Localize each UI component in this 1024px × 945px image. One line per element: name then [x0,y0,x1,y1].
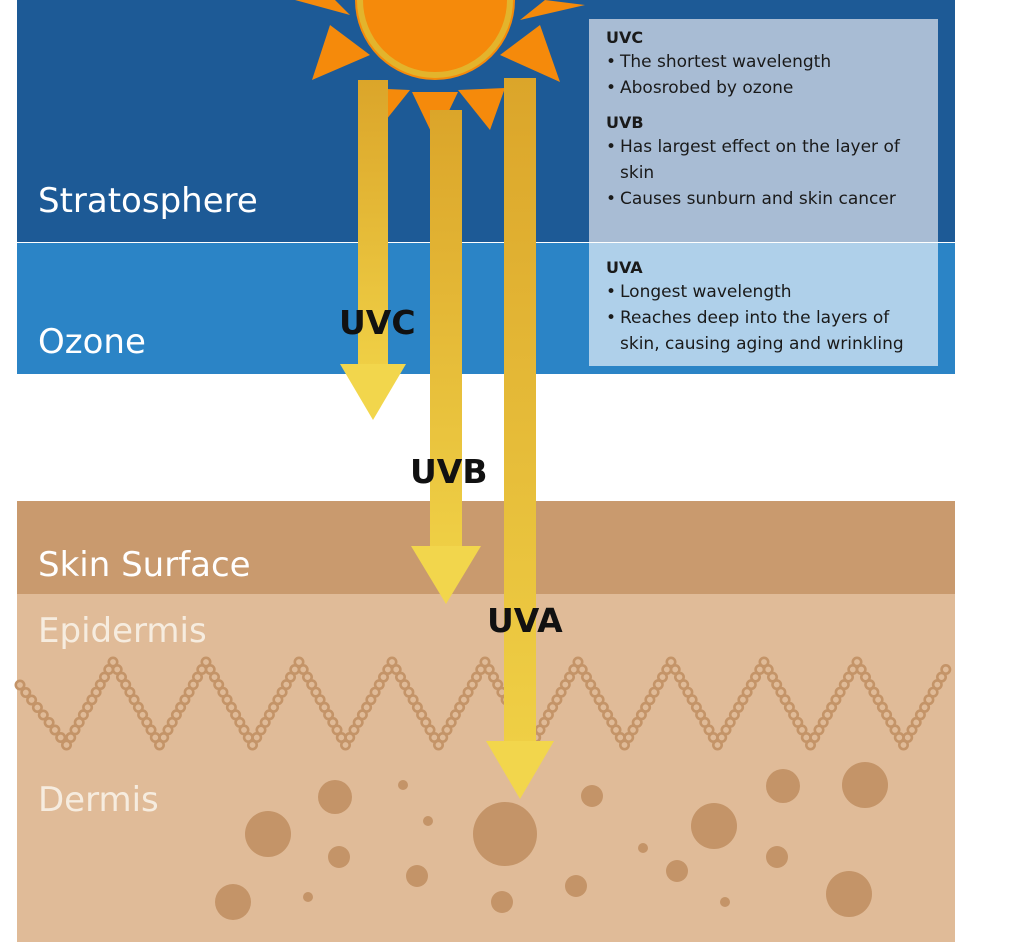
uvb-ray-label: UVB [410,452,488,491]
dermis-cells [215,762,888,920]
info-bullet: Longest wavelength [606,279,928,305]
stratosphere-label: Stratosphere [38,181,258,221]
skin-surface-label: Skin Surface [38,545,251,585]
info-title-uvc: UVC [606,28,644,47]
info-bullets-uva: Longest wavelength Reaches deep into the… [606,279,928,357]
epidermis-cell [37,709,49,721]
uvc-ray-arrow [340,80,406,420]
uvb-ray-arrow [411,110,481,604]
epidermis-cell-chain [14,656,952,751]
epidermis-dermis-layer [17,594,955,942]
info-box-uvc-uvb: UVC The shortest wavelength Abosrobed by… [589,19,938,242]
epidermis-cell [43,716,55,728]
info-bullet: Reaches deep into the layers of skin, ca… [606,305,928,357]
epidermis-cell [55,731,67,743]
uva-ray-label: UVA [487,601,563,640]
skin-surface-layer [17,501,955,594]
ozone-label: Ozone [38,322,146,362]
info-bullet: The shortest wavelength [606,49,928,75]
epidermis-cell [14,679,26,691]
uvc-ray-label: UVC [339,303,416,342]
info-bullets-uvc: The shortest wavelength Abosrobed by ozo… [606,49,928,101]
info-title-uvb: UVB [606,113,644,132]
epidermis-cell [31,701,43,713]
epidermis-cell [20,686,32,698]
info-bullet: Causes sunburn and skin cancer [606,186,928,212]
info-section-uvb: UVB Has largest effect on the layer of s… [606,112,928,212]
epidermis-cell [26,694,38,706]
uva-ray-arrow [486,78,554,799]
info-title-uva: UVA [606,258,643,277]
epidermis-cell [940,663,952,675]
epidermis-cell [49,724,61,736]
info-section-uva: UVA Longest wavelength Reaches deep into… [606,257,928,357]
info-bullet: Has largest effect on the layer of skin [606,134,928,186]
dermis-label: Dermis [38,780,159,820]
info-bullet: Abosrobed by ozone [606,75,928,101]
info-section-uvc: UVC The shortest wavelength Abosrobed by… [606,27,928,101]
info-box-uva: UVA Longest wavelength Reaches deep into… [589,243,938,366]
info-bullets-uvb: Has largest effect on the layer of skin … [606,134,928,212]
epidermis-label: Epidermis [38,611,207,651]
